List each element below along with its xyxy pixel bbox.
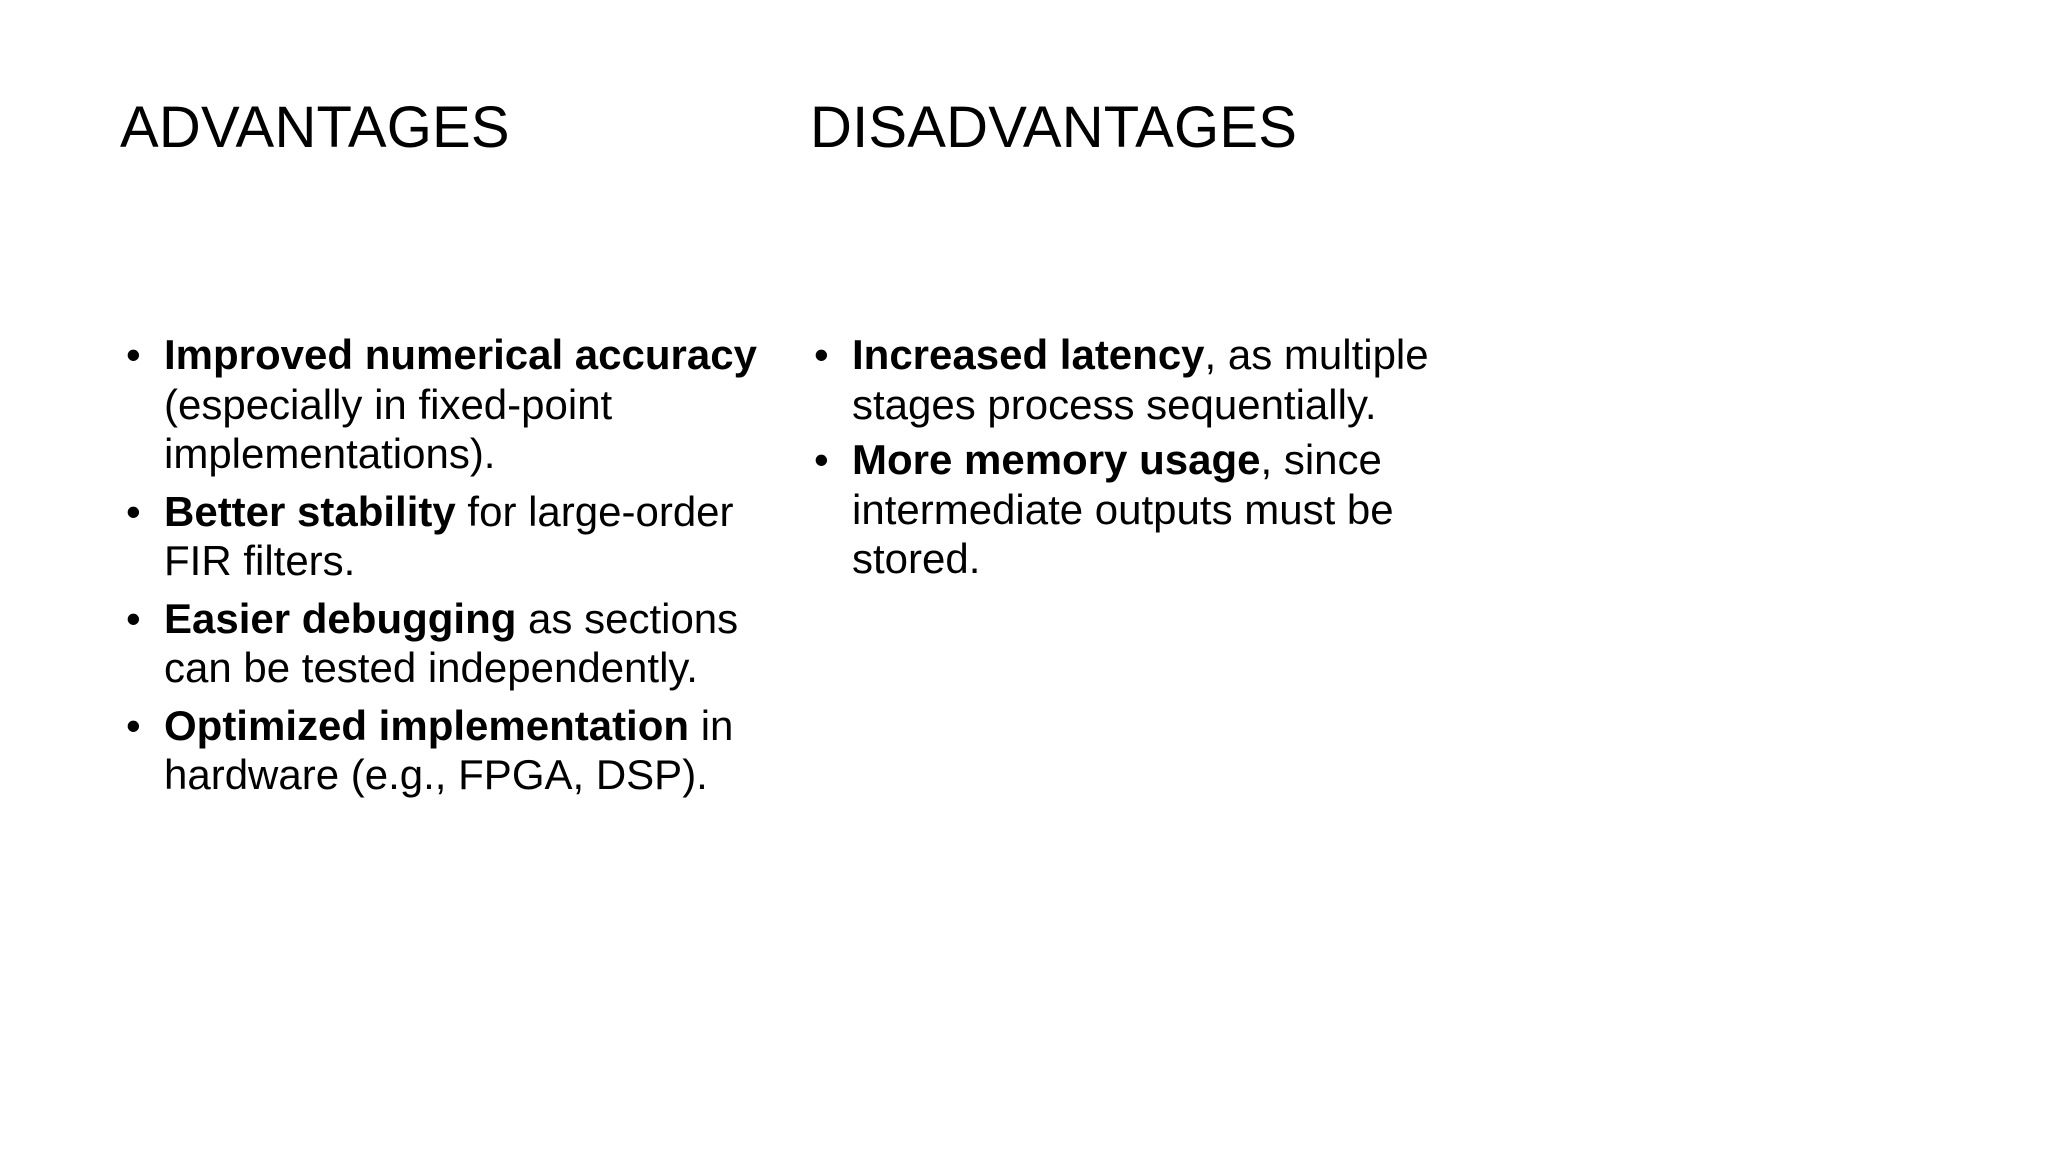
list-item: • Optimized implementation in hardware (e…: [122, 701, 802, 800]
list-item-lead: Easier debugging: [164, 594, 517, 642]
list-item: • Improved numerical accuracy (especiall…: [122, 330, 802, 479]
list-item: • Increased latency, as multiple stages …: [810, 330, 1470, 429]
bullet-dot-icon: •: [126, 331, 141, 378]
list-item-lead: Better stability: [164, 487, 456, 535]
disadvantages-title: DISADVANTAGES: [810, 95, 1298, 160]
list-item: • Easier debugging as sections can be tes…: [122, 594, 802, 693]
bullet-dot-icon: •: [126, 701, 141, 749]
list-item-lead: Increased latency: [852, 331, 1205, 378]
disadvantages-column: DISADVANTAGES • Increased latency, as mu…: [800, 0, 1500, 1152]
bullet-dot-icon: •: [814, 436, 829, 484]
list-item-rest: in hardware (e.g., FPGA, DSP).: [164, 701, 734, 799]
list-item-rest: , as multiple stages process sequentiall…: [852, 331, 1429, 428]
list-item-lead: Optimized implementation: [164, 701, 690, 749]
bullet-dot-icon: •: [126, 487, 141, 535]
disadvantages-bullet-list: • Increased latency, as multiple stages …: [810, 330, 1470, 590]
list-item-lead: Improved numerical accuracy: [164, 331, 757, 378]
bullet-dot-icon: •: [814, 331, 829, 378]
list-item-lead: More memory usage: [852, 436, 1261, 484]
list-item: • Better stability for large-order FIR fi…: [122, 487, 802, 586]
list-item-rest: for large-order FIR filters.: [164, 487, 734, 585]
list-item-rest: as sections can be tested independently.: [164, 594, 739, 692]
list-item-rest: (especially in fixed-point implementatio…: [164, 380, 613, 478]
advantages-title: ADVANTAGES: [120, 95, 510, 160]
list-item-rest: , since intermediate outputs must be sto…: [852, 436, 1394, 583]
advantages-bullet-list: • Improved numerical accuracy (especiall…: [122, 330, 802, 808]
list-item: • More memory usage, since intermediate o…: [810, 435, 1470, 584]
bullet-dot-icon: •: [126, 594, 141, 642]
advantages-column: ADVANTAGES • Improved numerical accuracy…: [120, 0, 820, 1152]
